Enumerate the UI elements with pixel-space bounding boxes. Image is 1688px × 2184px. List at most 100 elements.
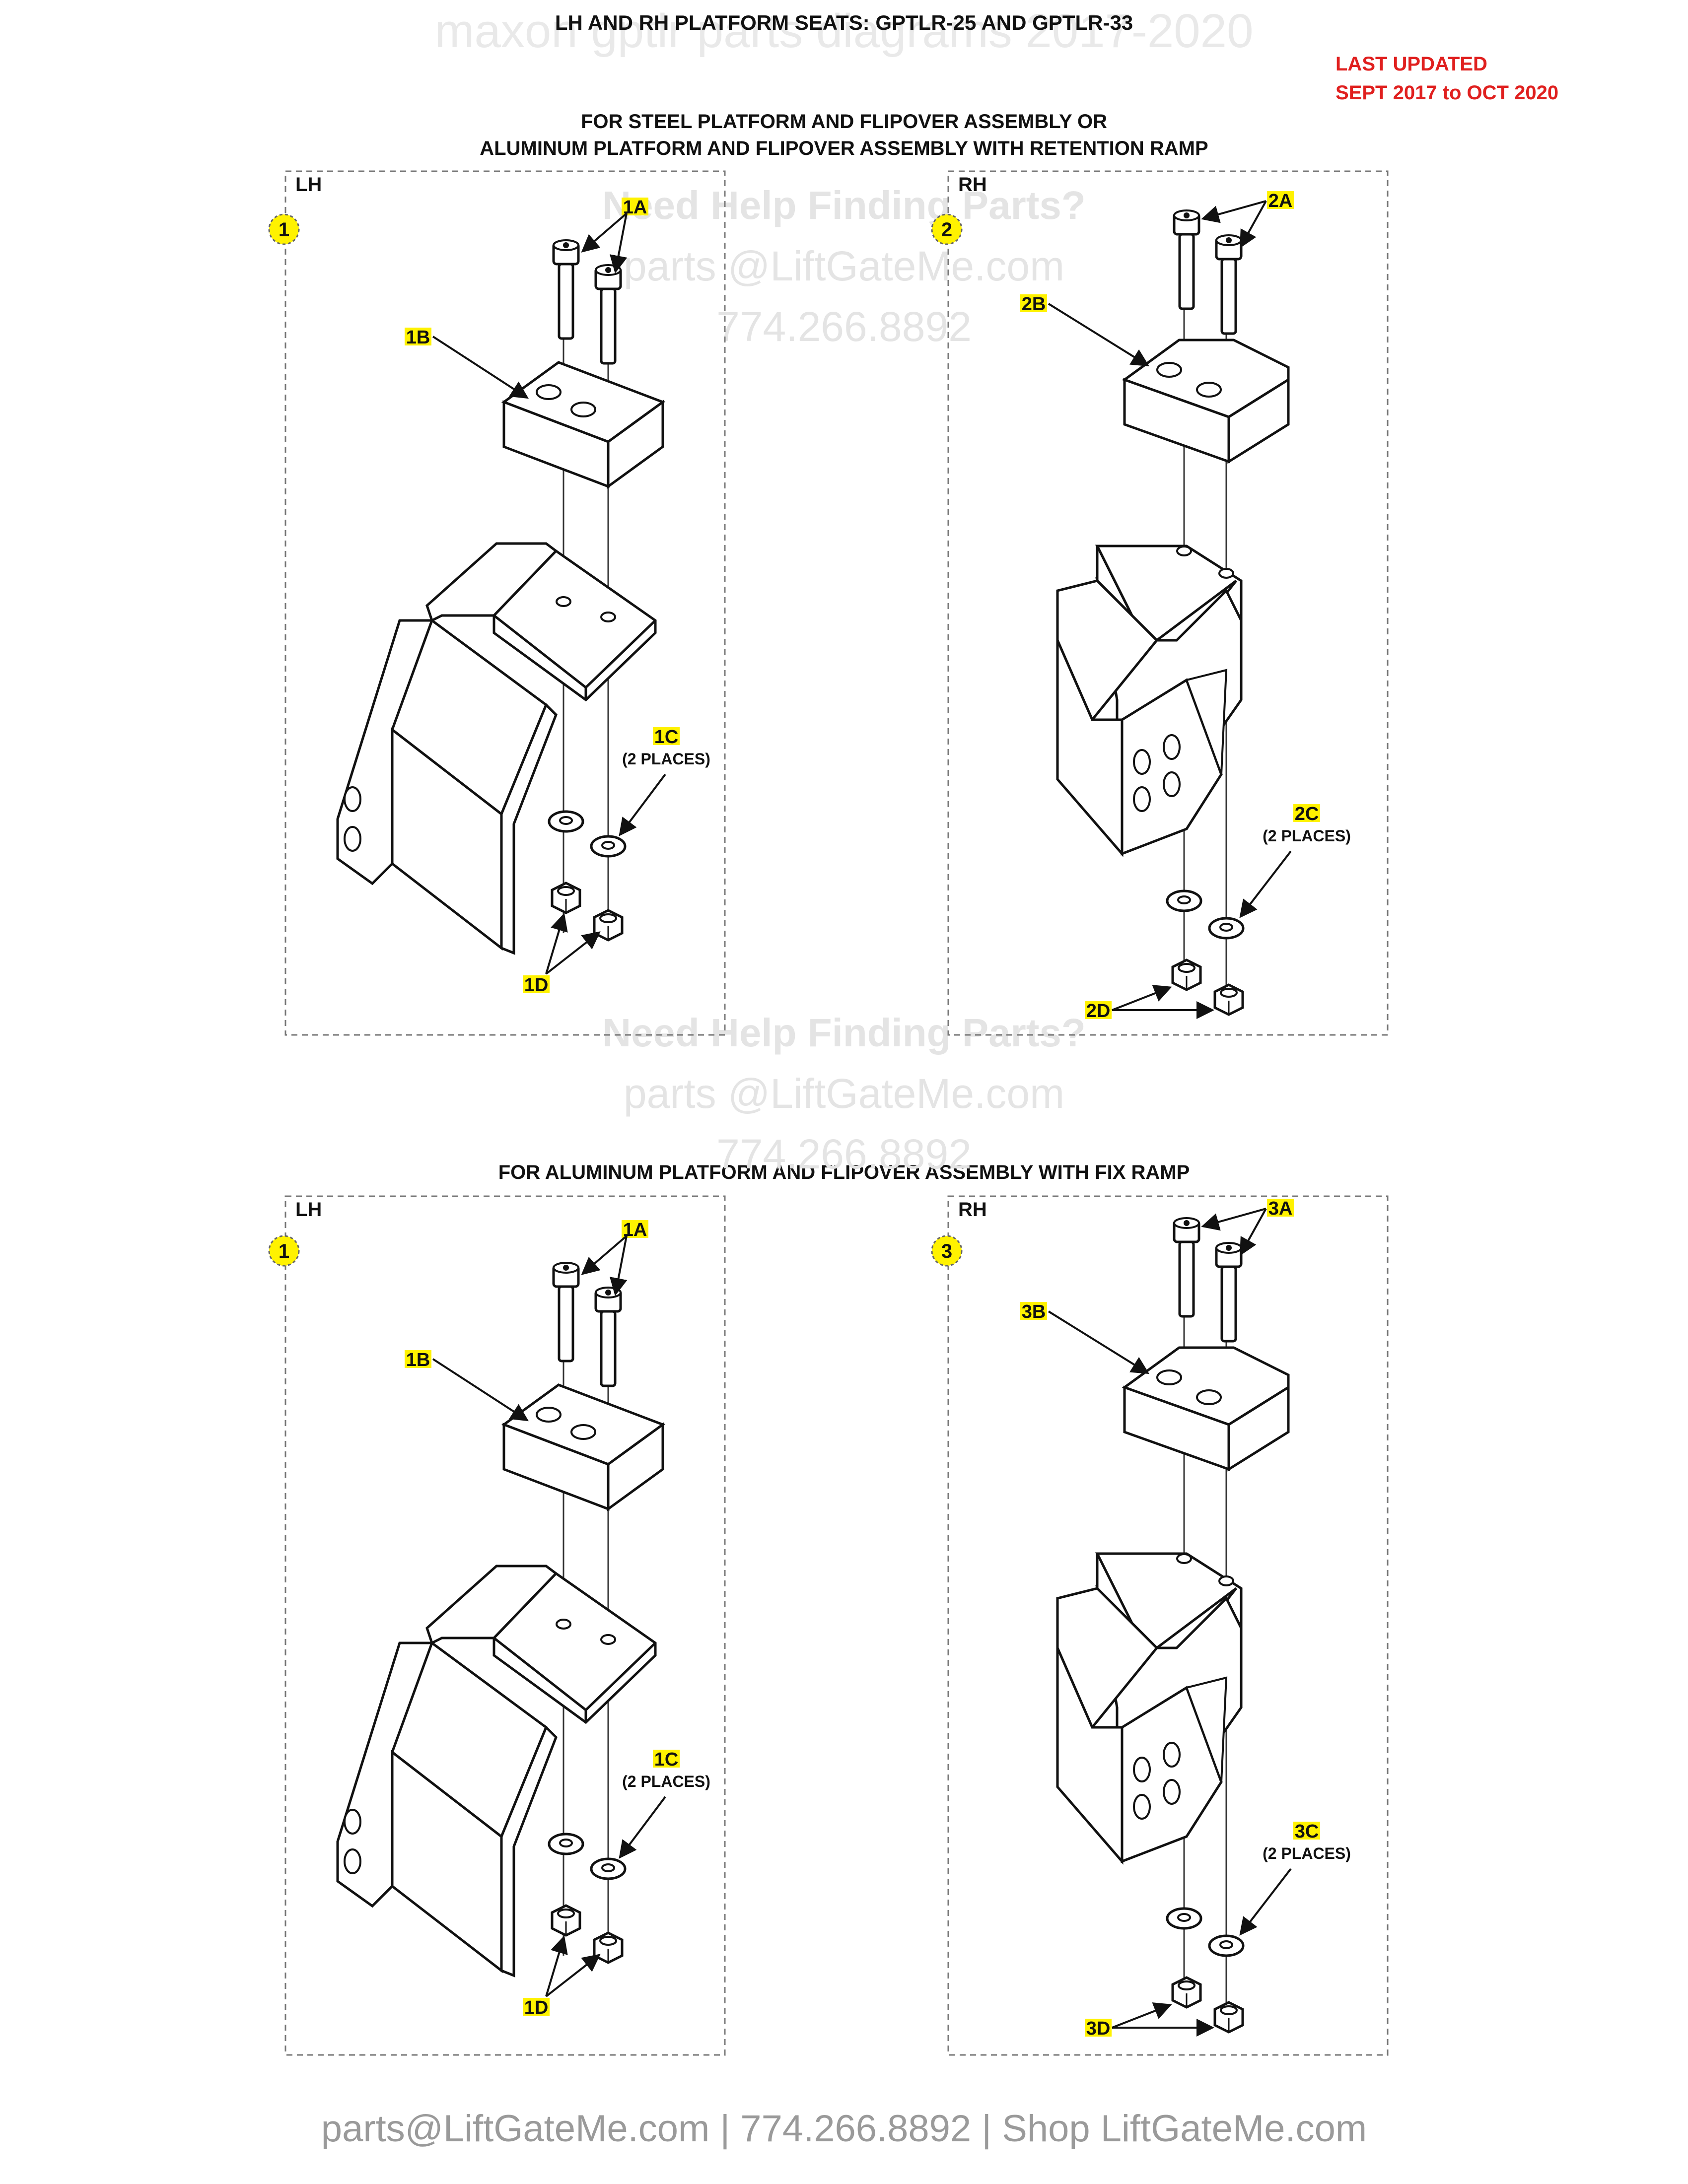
- label-highlight: [1085, 2019, 1112, 2037]
- callout-badge: [268, 1235, 300, 1267]
- panel-lh-top: LH 1 1A 1B 1C (2 PLACES) 1D: [268, 170, 726, 1036]
- section-2-title-line1: FOR ALUMINUM PLATFORM AND FLIPOVER ASSEM…: [498, 1161, 1190, 1183]
- label-highlight: [1267, 1199, 1294, 1217]
- washer-note: (2 PLACES): [622, 750, 710, 768]
- section-2-title: FOR ALUMINUM PLATFORM AND FLIPOVER ASSEM…: [0, 1159, 1688, 1186]
- bracket-hole: [1218, 568, 1234, 579]
- washer-note: (2 PLACES): [1263, 1844, 1351, 1862]
- panel-side-label: LH: [295, 174, 322, 196]
- callout-badge: [931, 1235, 963, 1267]
- nut-label: 2D: [1086, 1001, 1111, 1022]
- washer-icon: [591, 836, 625, 856]
- seat-label: 1B: [406, 327, 430, 348]
- washer-label: 1C: [654, 1749, 679, 1770]
- label-highlight: [523, 1998, 550, 2016]
- label-highlight: [1267, 191, 1294, 209]
- seat-block: [504, 362, 663, 486]
- seat-block: [1125, 340, 1288, 462]
- watermark-help-2: Need Help Finding Parts?: [602, 1011, 1086, 1055]
- footer-contact: parts@LiftGateMe.com | 774.266.8892 | Sh…: [321, 2108, 1367, 2150]
- watermark-email-2: parts @LiftGateMe.com: [623, 1070, 1065, 1117]
- last-updated-range: SEPT 2017 to OCT 2020: [1336, 82, 1559, 104]
- panel-side-label: RH: [958, 174, 987, 196]
- nut-icon: [552, 883, 580, 913]
- bracket-hole: [600, 612, 616, 622]
- nut-icon: [1215, 2002, 1243, 2032]
- panel-side-label: LH: [295, 1199, 322, 1221]
- label-highlight: [405, 328, 431, 345]
- bracket-hole: [556, 1619, 571, 1630]
- watermark-phone-2: 774.266.8892: [716, 1131, 972, 1177]
- bolt-icon: [596, 1288, 621, 1386]
- label-highlight: [1020, 294, 1047, 312]
- label-highlight: [622, 198, 648, 215]
- nut-label: 1D: [524, 975, 549, 996]
- washer-note: (2 PLACES): [1263, 827, 1351, 845]
- label-highlight: [1085, 1001, 1112, 1019]
- watermark-phone-1: 774.266.8892: [716, 303, 972, 350]
- callout-badge-number: 1: [279, 1240, 289, 1262]
- washer-icon: [549, 812, 583, 831]
- bracket-hole: [1176, 546, 1192, 556]
- callout-badge-number: 1: [279, 219, 289, 241]
- bolt-icon: [1216, 235, 1241, 334]
- callout-badge-number: 2: [941, 219, 952, 241]
- washer-icon: [591, 1859, 625, 1879]
- seat-label: 1B: [406, 1350, 430, 1370]
- nut-icon: [552, 1906, 580, 1935]
- nut-label: 3D: [1086, 2018, 1111, 2039]
- washer-label: 1C: [654, 727, 679, 748]
- bolt-icon: [554, 240, 578, 339]
- bolt-label: 3A: [1268, 1198, 1293, 1219]
- label-highlight: [1293, 804, 1320, 822]
- callout-badge: [931, 213, 963, 245]
- washer-icon: [1209, 1936, 1243, 1956]
- bolt-icon: [554, 1263, 578, 1361]
- watermark-email-1: parts @LiftGateMe.com: [623, 243, 1065, 289]
- panel-side-label: RH: [958, 1199, 987, 1221]
- section-1-title: FOR STEEL PLATFORM AND FLIPOVER ASSEMBLY…: [0, 108, 1688, 162]
- panel-lh-bottom: LH 1 1A 1B 1C (2 PLACES) 1D: [268, 1195, 726, 2056]
- header-watermark: maxon gptlr parts diagrams 2017-2020: [434, 4, 1254, 58]
- nut-label: 1D: [524, 1997, 549, 2018]
- section-1-title-line2: ALUMINUM PLATFORM AND FLIPOVER ASSEMBLY …: [480, 137, 1208, 159]
- page-title: LH AND RH PLATFORM SEATS: GPTLR-25 AND G…: [555, 11, 1133, 34]
- bolt-label: 2A: [1268, 191, 1293, 211]
- bracket-hole: [556, 596, 571, 607]
- platform-bracket: [1057, 1554, 1241, 1861]
- label-highlight: [523, 975, 550, 993]
- panel-rh-bottom: RH 3 3A 3B 3C (2 PLACES) 3D: [931, 1195, 1389, 2056]
- label-highlight: [653, 727, 680, 745]
- label-highlight: [1293, 1822, 1320, 1840]
- bolt-icon: [1174, 1218, 1199, 1316]
- panel-rh-top: RH 2 2A 2B 2C (2 PLACES) 2D: [931, 170, 1389, 1036]
- seat-label: 2B: [1022, 294, 1046, 315]
- label-highlight: [405, 1350, 431, 1368]
- label-highlight: [1020, 1302, 1047, 1320]
- nut-icon: [594, 910, 622, 940]
- platform-bracket: [1057, 546, 1241, 854]
- bolt-icon: [596, 265, 621, 363]
- last-updated-label: LAST UPDATED: [1336, 53, 1487, 75]
- washer-label: 3C: [1295, 1821, 1319, 1842]
- nut-icon: [1173, 1978, 1200, 2007]
- bolt-icon: [1174, 210, 1199, 309]
- seat-block: [504, 1385, 663, 1509]
- watermark-help-1: Need Help Finding Parts?: [602, 183, 1086, 227]
- bracket-hole: [600, 1634, 616, 1645]
- last-updated-notice: LAST UPDATED SEPT 2017 to OCT 2020: [1336, 50, 1558, 107]
- bolt-icon: [1216, 1243, 1241, 1341]
- washer-icon: [1209, 918, 1243, 938]
- label-highlight: [622, 1220, 648, 1238]
- label-highlight: [653, 1750, 680, 1768]
- bracket-hole: [1218, 1575, 1234, 1586]
- callout-badge: [268, 213, 300, 245]
- seat-label: 3B: [1022, 1301, 1046, 1322]
- nut-icon: [1215, 985, 1243, 1015]
- section-1-title-line1: FOR STEEL PLATFORM AND FLIPOVER ASSEMBLY…: [580, 111, 1108, 133]
- nut-icon: [594, 1933, 622, 1963]
- washer-icon: [549, 1834, 583, 1854]
- washer-icon: [1167, 891, 1201, 911]
- seat-block: [1125, 1348, 1288, 1469]
